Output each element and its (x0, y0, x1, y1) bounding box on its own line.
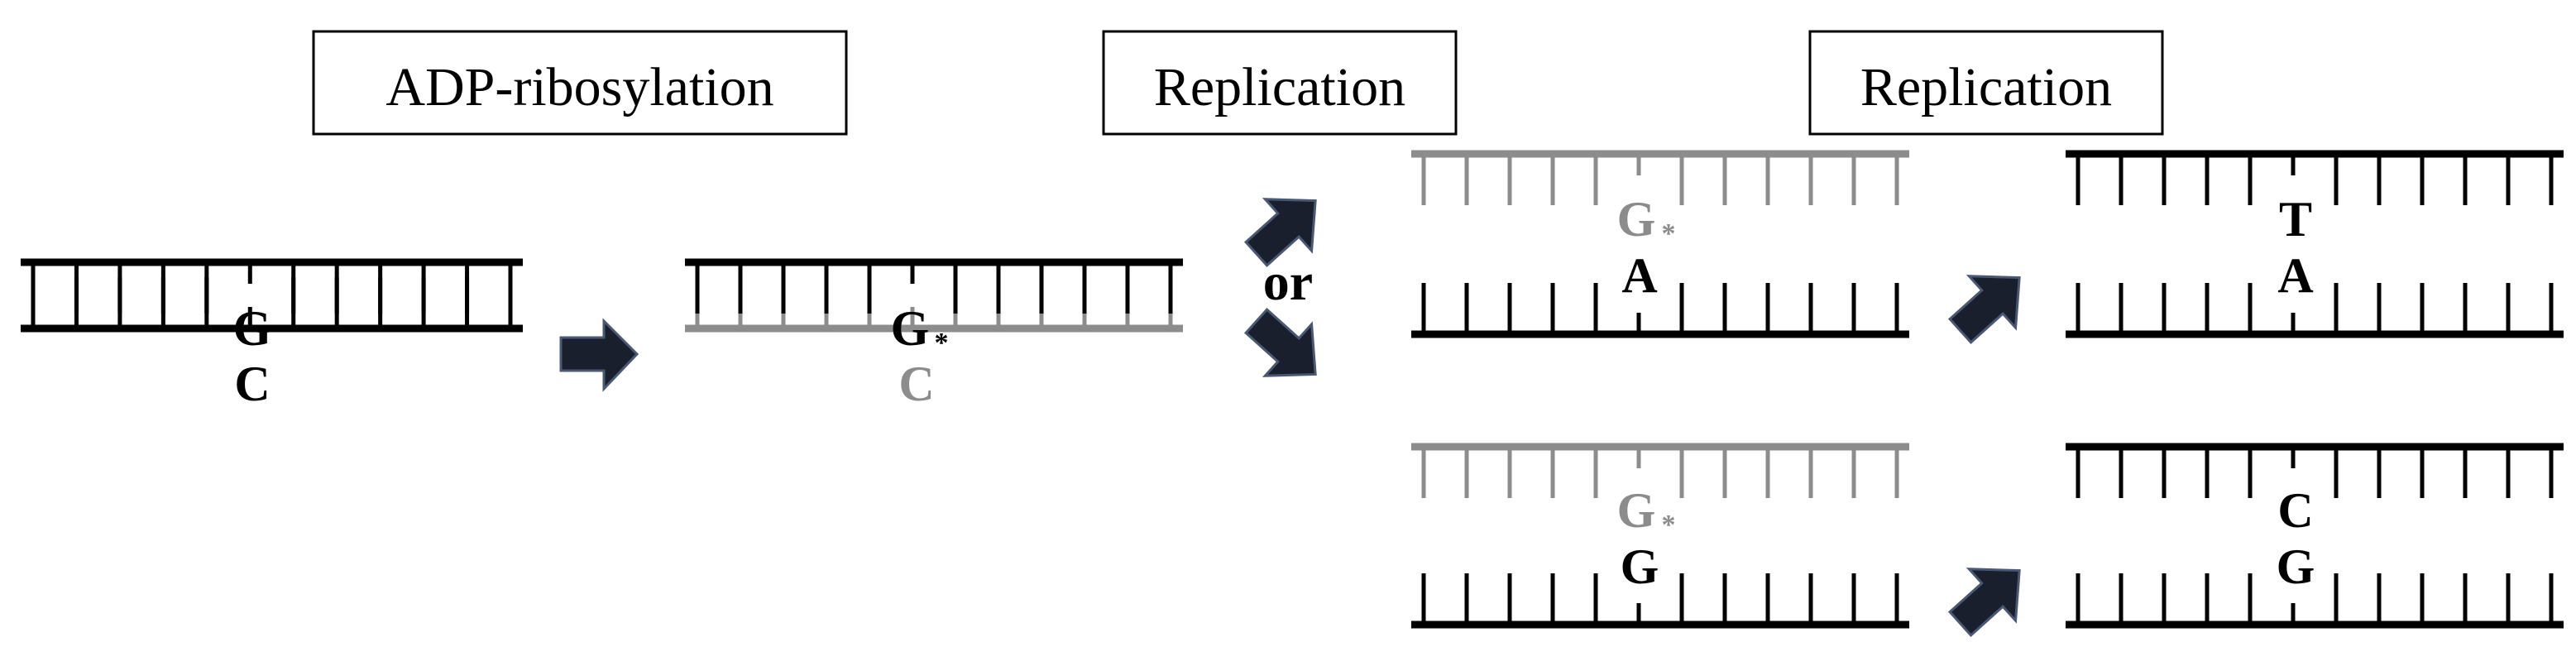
adp-ribosylation-box: ADP-ribosylation (312, 30, 848, 136)
or-label: or (1263, 252, 1313, 311)
base-g-modified: G (891, 301, 930, 356)
base-g: G (2277, 539, 2315, 594)
modification-star: * (1662, 218, 1676, 249)
replication-label-1: Replication (1154, 57, 1405, 117)
replication-label-2: Replication (1860, 57, 2112, 117)
base-c-bottom: C (234, 357, 270, 411)
modification-star: * (935, 328, 949, 358)
base-a: A (2277, 248, 2313, 303)
lower-product-duplex: G * G (1411, 443, 1909, 629)
original-duplex: G C (21, 258, 523, 411)
modified-duplex: G * C (685, 258, 1183, 411)
base-c-gray: C (898, 357, 934, 411)
base-g-modified-gray: G (1617, 483, 1656, 538)
up-right-arrow-icon (1243, 198, 1317, 268)
lower-final-duplex: C G (2066, 443, 2564, 629)
up-right-arrow-icon (1947, 568, 2021, 638)
right-arrow-icon (559, 318, 639, 392)
base-c: C (2277, 483, 2313, 538)
upper-final-duplex: T A (2066, 150, 2564, 338)
replication-box-2: Replication (1808, 30, 2164, 136)
base-a-mismatch: A (1621, 248, 1657, 303)
replication-box-1: Replication (1102, 30, 1458, 136)
modification-star: * (1662, 510, 1676, 540)
base-g-modified-gray: G (1617, 192, 1656, 247)
up-right-arrow-icon (1947, 275, 2021, 345)
base-g-top: G (233, 301, 272, 356)
base-t: T (2279, 192, 2312, 247)
down-right-arrow-icon (1243, 307, 1317, 377)
base-g: G (1621, 539, 1659, 594)
adp-ribosylation-label: ADP-ribosylation (385, 57, 773, 117)
upper-product-duplex: G * A (1411, 150, 1909, 338)
